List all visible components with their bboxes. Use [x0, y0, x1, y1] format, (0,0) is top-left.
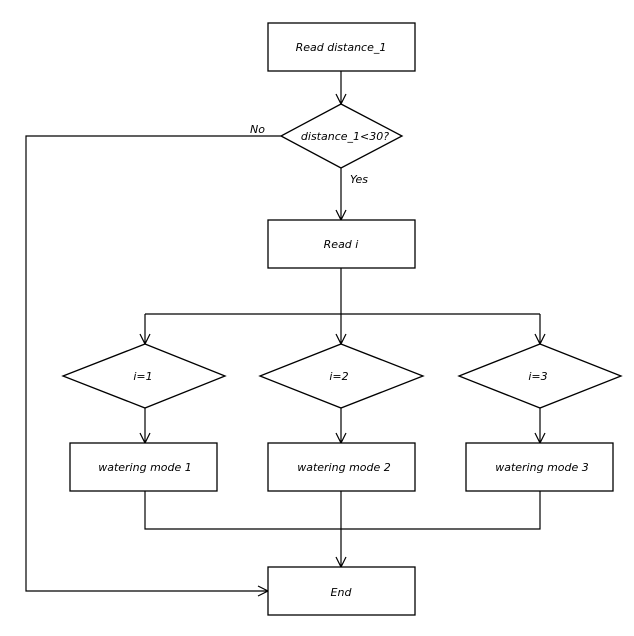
node-mode2: watering mode 2 — [267, 442, 416, 492]
node-read-i-label: Read i — [324, 238, 359, 251]
node-end: End — [267, 566, 416, 616]
node-mode3: watering mode 3 — [465, 442, 614, 492]
node-decision-i2-label: i=2 — [329, 370, 348, 383]
node-mode2-label: watering mode 2 — [297, 461, 391, 474]
node-decision-i3: i=3 — [457, 343, 623, 409]
node-decision-i1: i=1 — [61, 343, 227, 409]
node-read-distance-label: Read distance_1 — [296, 41, 387, 54]
connector-no — [25, 135, 281, 592]
connector-merge-bar — [144, 491, 541, 530]
edge-label-no: No — [250, 123, 265, 136]
edge-label-yes: Yes — [350, 173, 368, 186]
connectors — [25, 71, 546, 597]
node-mode1: watering mode 1 — [69, 442, 218, 492]
node-read-i: Read i — [267, 219, 416, 269]
node-end-label: End — [331, 586, 353, 599]
node-decision-i1-label: i=1 — [133, 370, 152, 383]
node-read-distance: Read distance_1 — [267, 22, 416, 72]
node-decision-distance: distance_1<30? — [279, 103, 404, 169]
node-mode1-label: watering mode 1 — [98, 461, 192, 474]
node-mode3-label: watering mode 3 — [495, 461, 589, 474]
node-decision-i2: i=2 — [258, 343, 425, 409]
node-decision-distance-label: distance_1<30? — [301, 130, 389, 143]
node-decision-i3-label: i=3 — [528, 370, 547, 383]
